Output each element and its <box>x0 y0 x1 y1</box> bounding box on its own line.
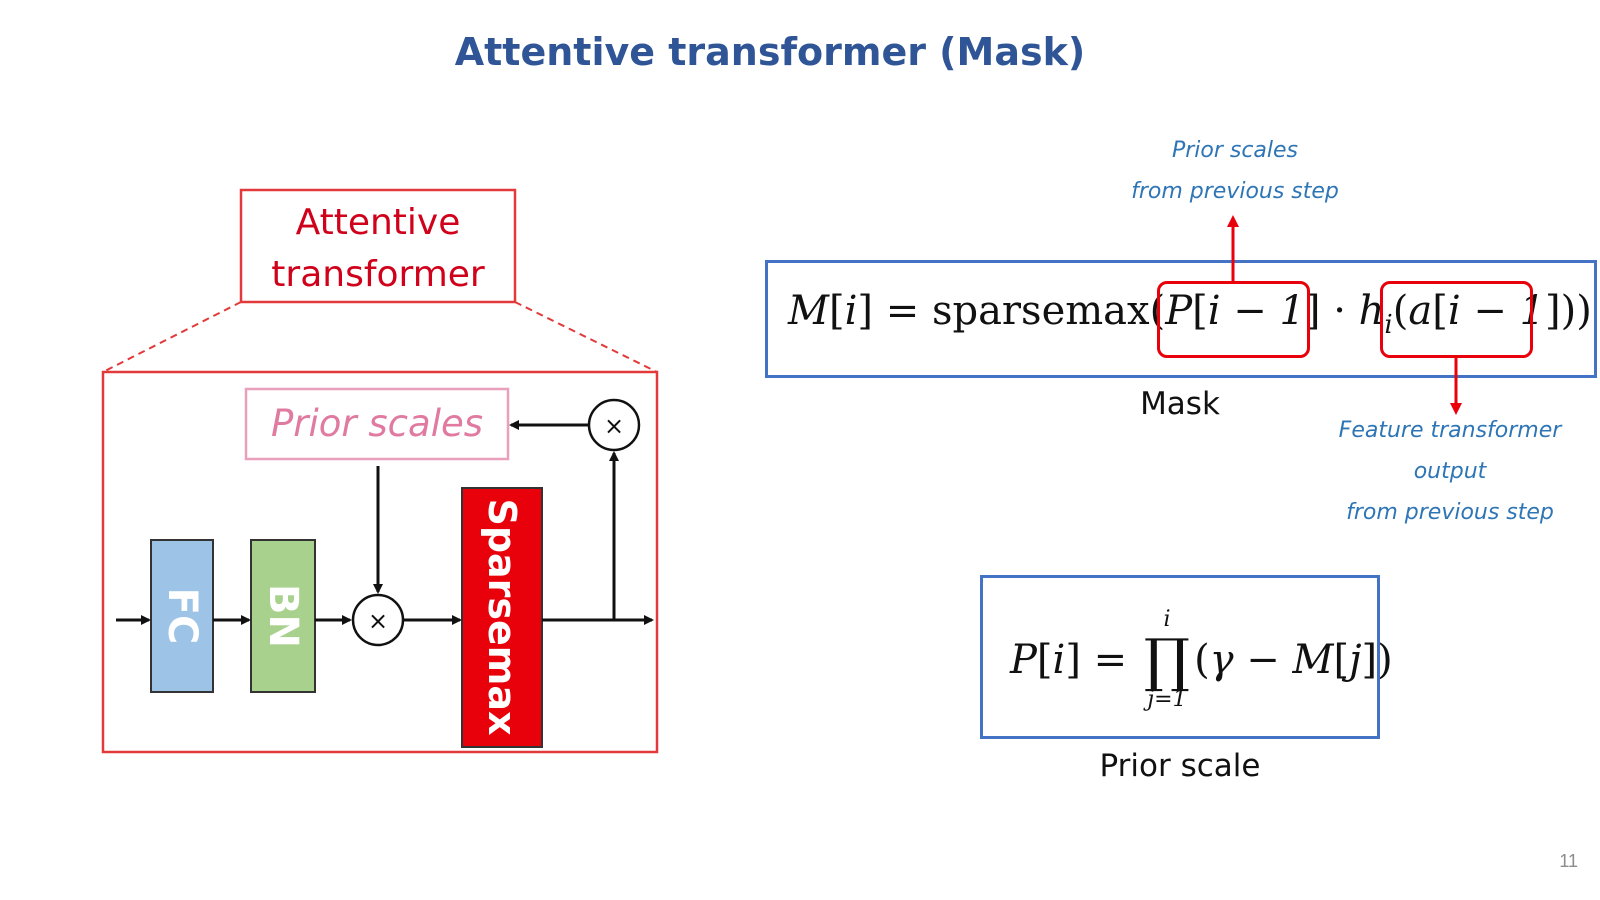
feature-sub: i <box>1384 310 1393 340</box>
prior-scales-note: Prior scales from previous step <box>1080 130 1390 212</box>
feature-index: i − 1 <box>1447 288 1546 334</box>
product-lower-limit: j=1 <box>1147 687 1187 712</box>
attentive-transformer-diagram: Attentive transformer Prior scales FC BN… <box>101 188 659 754</box>
zoom-line-left <box>102 301 242 373</box>
product-upper-limit: i <box>1163 607 1171 632</box>
product-operator: i ∏ j=1 <box>1144 609 1190 711</box>
bn-block <box>250 539 316 693</box>
feature-arg: a <box>1408 288 1433 334</box>
prior-scales-box <box>244 387 510 461</box>
feature-transformer-note: Feature transformer output from previous… <box>1300 410 1600 533</box>
sparsemax-label: Sparsemax <box>480 498 524 735</box>
page-number: 11 <box>1559 851 1578 871</box>
mask-lhs: M <box>788 288 829 334</box>
product-symbol: ∏ <box>1143 626 1191 694</box>
prior-scales-note-line-1: Prior scales <box>1171 138 1299 163</box>
prior-equation-box <box>980 575 1380 739</box>
sparsemax-block <box>461 487 543 748</box>
header-line-1: Attentive <box>296 202 461 243</box>
sparsemax-fn: sparsemax <box>931 288 1150 334</box>
prior-mask-index: j <box>1349 637 1362 683</box>
mask-caption: Mask <box>1140 386 1220 422</box>
zoom-line-right <box>514 301 658 373</box>
fc-label: FC <box>159 588 205 645</box>
fc-block <box>150 539 214 693</box>
header-line-2: transformer <box>271 254 485 295</box>
prior-equation: P[i] = i ∏ j=1 (γ − M[j]) <box>1010 607 1393 712</box>
mask-index: i <box>844 288 858 334</box>
multiply-symbol-upper: × <box>604 412 624 440</box>
bn-label: BN <box>260 584 306 648</box>
prior-index: i − 1 <box>1207 288 1305 334</box>
feature-note-line-2: from previous step <box>1346 500 1554 525</box>
prior-scales-label: Prior scales <box>271 402 483 445</box>
prior-scale-caption: Prior scale <box>1099 748 1261 784</box>
prior-scales-note-line-2: from previous step <box>1131 179 1339 204</box>
gamma-symbol: γ <box>1209 637 1234 683</box>
prior-term-highlight <box>1157 281 1310 358</box>
mask-equation-box <box>765 260 1597 378</box>
prior-term: P <box>1165 288 1193 334</box>
multiply-symbol-lower: × <box>368 607 388 635</box>
attentive-transformer-header-box <box>239 188 517 304</box>
prior-lhs: P <box>1010 637 1037 683</box>
prior-mask-term: M <box>1292 637 1334 683</box>
feature-term-highlight <box>1380 281 1533 358</box>
prior-lhs-index: i <box>1052 637 1066 683</box>
feature-note-line-1: Feature transformer output <box>1338 418 1562 484</box>
slide-title: Attentive transformer (Mask) <box>454 30 1086 74</box>
